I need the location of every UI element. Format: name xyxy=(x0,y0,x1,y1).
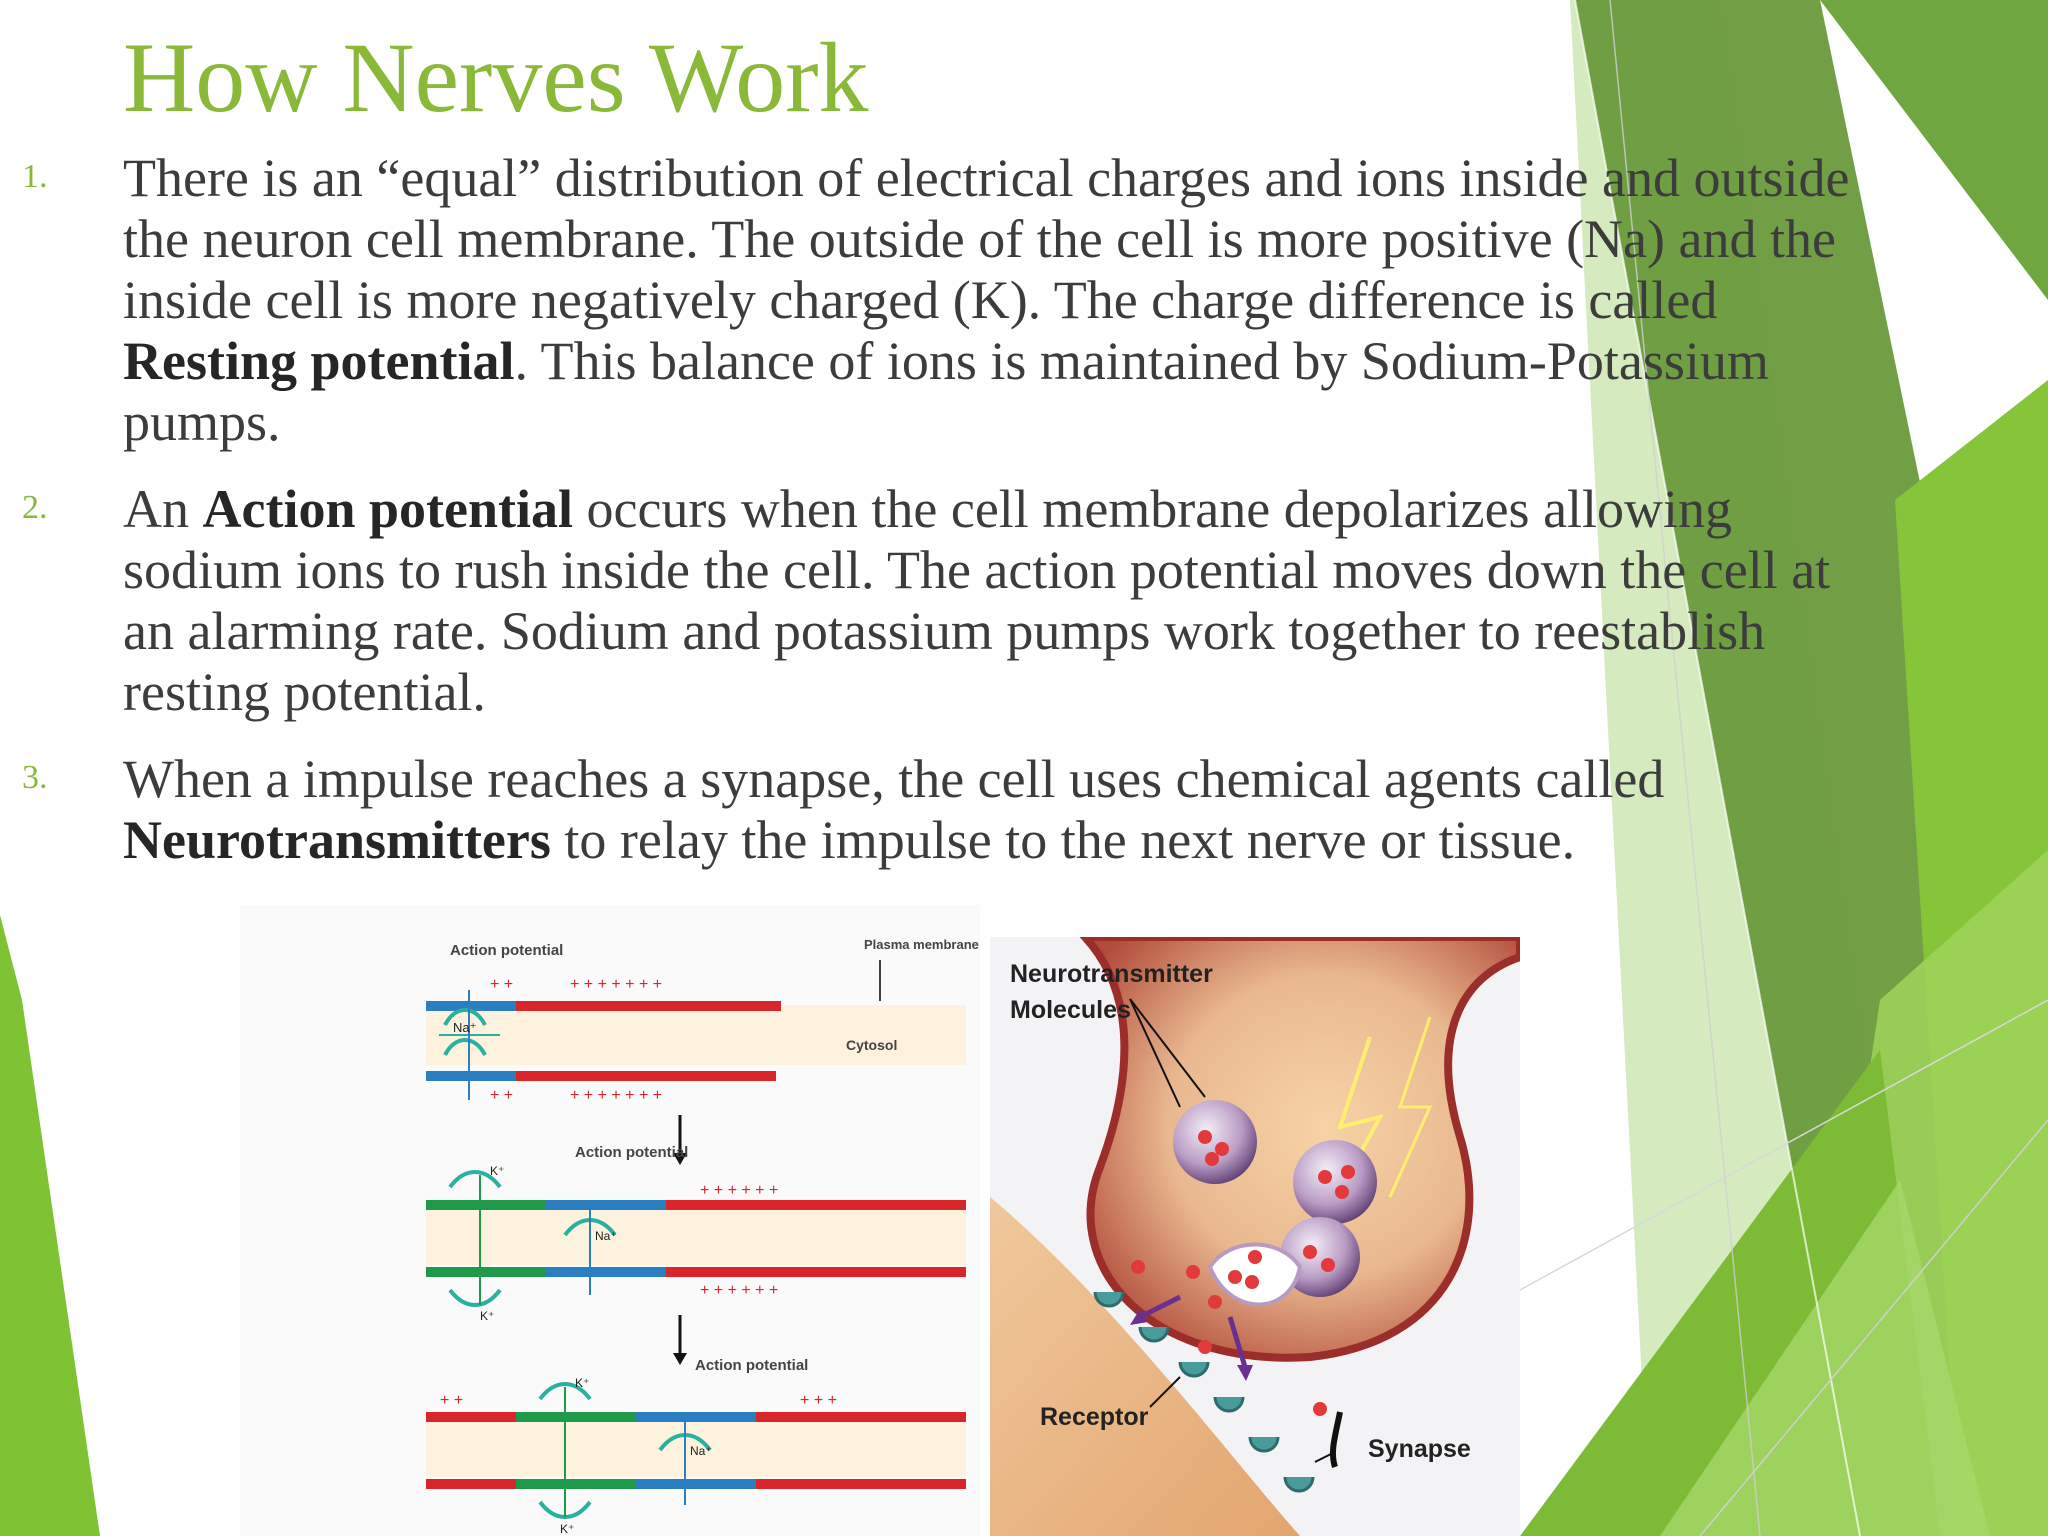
text-segment: There is an “equal” distribution of elec… xyxy=(123,148,1850,330)
list-item: 2. An Action potential occurs when the c… xyxy=(0,479,1860,723)
svg-text:+ +: + + xyxy=(440,1392,463,1409)
svg-text:+ +: + + xyxy=(490,976,513,993)
panel-1: Na⁺ Action potential Plasma membrane Cyt… xyxy=(426,937,979,1104)
action-potential-label: Action potential xyxy=(450,942,563,959)
list-item: 3. When a impulse reaches a synapse, the… xyxy=(0,749,1860,871)
term-action-potential: Action potential xyxy=(202,479,574,539)
list-number: 2. xyxy=(22,489,48,526)
deco-line-4 xyxy=(1699,1119,2048,1536)
vesicle xyxy=(1280,1217,1360,1297)
deco-line-1 xyxy=(1574,0,1861,1536)
svg-text:+ + + + + +: + + + + + + xyxy=(700,1182,778,1199)
point-text: An Action potential occurs when the cell… xyxy=(123,479,1860,723)
text-segment: An xyxy=(123,479,203,539)
svg-text:+ + + + + + +: + + + + + + + xyxy=(570,976,662,993)
text-segment: . This balance of ions is maintained by … xyxy=(123,331,1769,452)
list-number: 1. xyxy=(22,158,48,195)
panel-2: K⁺ K⁺ Na⁺ Action potential + + + + + + +… xyxy=(426,1144,966,1323)
svg-text:+ + +: + + + xyxy=(800,1392,837,1409)
deco-line-2 xyxy=(1609,0,1761,1536)
deco-line-3 xyxy=(1519,999,2048,1291)
k-label: K⁺ xyxy=(480,1309,494,1323)
receptor-label: Receptor xyxy=(1040,1403,1149,1431)
text-segment: When a impulse reaches a synapse, the ce… xyxy=(123,749,1665,809)
slide-title: How Nerves Work xyxy=(123,22,869,133)
point-text: When a impulse reaches a synapse, the ce… xyxy=(123,749,1860,871)
deco-left-wedge xyxy=(0,915,100,1536)
synapse-bracket xyxy=(1329,1411,1343,1468)
vesicle xyxy=(1173,1100,1257,1184)
panel-3: K⁺ K⁺ Na⁺ Action potential + + + + + xyxy=(426,1357,966,1536)
text-segment: occurs when the cell membrane depolarize… xyxy=(123,479,1831,722)
k-label: K⁺ xyxy=(575,1376,589,1390)
list-number: 3. xyxy=(22,759,48,796)
list-item: 1. There is an “equal” distribution of e… xyxy=(0,148,1860,453)
term-neurotransmitters: Neurotransmitters xyxy=(123,810,551,870)
plasma-membrane-label: Plasma membrane xyxy=(864,937,979,952)
vesicle xyxy=(1293,1140,1377,1224)
k-label: K⁺ xyxy=(560,1522,574,1536)
k-label: K⁺ xyxy=(490,1164,504,1178)
deco-bottom-light xyxy=(1660,1180,1990,1536)
svg-text:+ + + + + +: + + + + + + xyxy=(700,1282,778,1299)
action-potential-diagram: Na⁺ Action potential Plasma membrane Cyt… xyxy=(240,905,980,1536)
deco-top-corner xyxy=(1820,0,2048,300)
text-segment: to relay the impulse to the next nerve o… xyxy=(550,810,1576,870)
point-text: There is an “equal” distribution of elec… xyxy=(123,148,1860,453)
receptor xyxy=(1093,1291,1315,1493)
action-potential-label: Action potential xyxy=(695,1357,808,1374)
svg-text:+ +: + + xyxy=(490,1087,513,1104)
na-label: Na⁺ xyxy=(690,1444,712,1458)
presynaptic-terminal xyxy=(1079,937,1520,1362)
neurotransmitter-label: Neurotransmitter Molecules xyxy=(1010,960,1220,1024)
term-resting-potential: Resting potential xyxy=(123,331,515,391)
na-label: Na⁺ xyxy=(453,1020,476,1035)
point-list: 1. There is an “equal” distribution of e… xyxy=(0,148,1860,897)
postsynaptic-membrane xyxy=(990,1197,1300,1536)
synapse-diagram: Neurotransmitter Molecules Receptor Syna… xyxy=(990,937,1520,1536)
svg-text:+ + + + + + +: + + + + + + + xyxy=(570,1087,662,1104)
cytosol-label: Cytosol xyxy=(846,1037,897,1053)
action-potential-label: Action potential xyxy=(575,1144,688,1161)
na-label: Na⁺ xyxy=(595,1229,617,1243)
synapse-label: Synapse xyxy=(1368,1435,1471,1463)
